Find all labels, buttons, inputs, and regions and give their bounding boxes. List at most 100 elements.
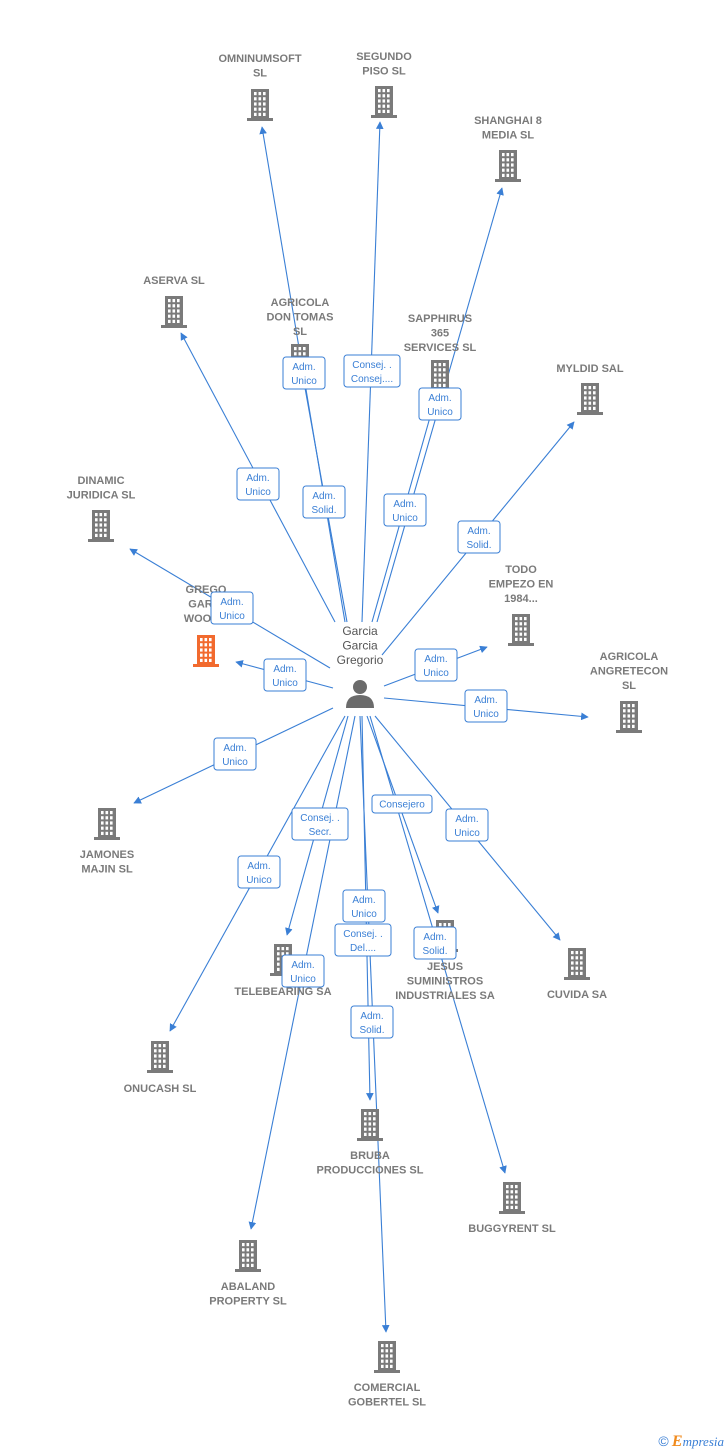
building-icon: [147, 1041, 173, 1073]
role-label: Consej. .Del....: [334, 923, 392, 957]
company-label: SEGUNDO: [356, 51, 412, 63]
company-label: DINAMIC: [77, 475, 124, 487]
role-label: Adm.Unico: [383, 493, 427, 527]
role-text: Adm.: [312, 491, 335, 502]
company-label: MEDIA SL: [482, 130, 534, 142]
role-label: Adm.Unico: [213, 737, 257, 771]
role-text: Adm.: [246, 473, 269, 484]
role-text: Unico: [291, 376, 317, 387]
company-node-onucash[interactable]: ONUCASH SL: [124, 1041, 197, 1095]
role-text: Adm.: [455, 814, 478, 825]
company-label: TELEBEARING SA: [234, 986, 331, 998]
company-label: DON TOMAS: [266, 312, 333, 324]
company-node-angretecon[interactable]: AGRICOLA ANGRETECON SL: [590, 651, 668, 733]
company-label: 365: [431, 328, 449, 340]
company-label: ANGRETECON: [590, 666, 668, 678]
company-node-dinamic[interactable]: DINAMIC JURIDICA SL: [67, 475, 136, 542]
building-icon: [577, 383, 603, 415]
building-icon: [94, 808, 120, 840]
role-text: Consej. .: [300, 813, 339, 824]
role-text: Adm.: [291, 960, 314, 971]
company-node-jamones[interactable]: JAMONES MAJIN SL: [80, 808, 134, 876]
building-icon: [427, 360, 453, 392]
role-text: Adm.: [428, 393, 451, 404]
building-icon: [193, 635, 219, 667]
role-text: Consej....: [351, 374, 393, 385]
role-text: Solid.: [422, 946, 447, 957]
role-text: Unico: [473, 709, 499, 720]
role-label: Adm.Unico: [342, 889, 386, 923]
company-label: SAPPHIRUS: [408, 313, 472, 325]
role-text: Unico: [272, 678, 298, 689]
role-text: Secr.: [309, 827, 332, 838]
company-label: SUMINISTROS: [407, 976, 483, 988]
company-label: SERVICES SL: [404, 342, 477, 354]
company-label: 1984...: [504, 593, 538, 605]
role-text: Consej. .: [343, 929, 382, 940]
role-text: Adm.: [292, 362, 315, 373]
company-node-comercial[interactable]: COMERCIAL GOBERTEL SL: [348, 1341, 426, 1409]
company-label: COMERCIAL: [354, 1382, 421, 1394]
role-text: Unico: [427, 407, 453, 418]
company-label: ONUCASH SL: [124, 1083, 197, 1095]
role-label: Adm. Unico: [418, 387, 462, 421]
company-node-myldid[interactable]: MYLDID SAL: [556, 363, 624, 415]
company-node-aserva[interactable]: ASERVA SL: [143, 275, 205, 328]
role-label: Adm. Unico: [464, 689, 508, 723]
role-text: Solid.: [359, 1025, 384, 1036]
company-node-bruba[interactable]: BRUBA PRODUCCIONES SL: [317, 1109, 424, 1177]
role-text: Unico: [290, 974, 316, 985]
role-text: Adm.: [423, 932, 446, 943]
role-label: Adm.Solid.: [350, 1005, 394, 1039]
company-label: JESUS: [427, 961, 463, 973]
building-icon: [371, 86, 397, 118]
role-text: Unico: [423, 668, 449, 679]
role-label: Adm.Unico: [237, 855, 281, 889]
company-label: PRODUCCIONES SL: [317, 1165, 424, 1177]
company-node-cuvida[interactable]: CUVIDA SA: [547, 948, 607, 1001]
role-text: Solid.: [311, 505, 336, 516]
company-label: JAMONES: [80, 849, 134, 861]
building-icon: [495, 150, 521, 182]
company-label: INDUSTRIALES SA: [395, 990, 495, 1002]
role-text: Unico: [454, 828, 480, 839]
role-text: Unico: [246, 875, 272, 886]
role-label: Adm.Unico: [210, 591, 254, 625]
company-label: JURIDICA SL: [67, 490, 136, 502]
company-label: GOBERTEL SL: [348, 1397, 426, 1409]
role-label: Adm. Solid.: [302, 485, 346, 519]
role-text: Adm.: [223, 743, 246, 754]
brand-initial: E: [671, 1433, 683, 1450]
company-label: MAJIN SL: [81, 864, 133, 876]
company-label: MYLDID SAL: [556, 363, 624, 375]
building-icon: [235, 1240, 261, 1272]
company-label: CUVIDA SA: [547, 989, 607, 1001]
person-name: Gregorio: [337, 653, 384, 667]
company-node-buggyrent[interactable]: BUGGYRENT SL: [468, 1182, 556, 1235]
role-label: Consejero: [371, 794, 433, 814]
company-label: BRUBA: [350, 1150, 390, 1162]
role-text: Unico: [245, 487, 271, 498]
company-label: SL: [293, 326, 307, 338]
company-label: AGRICOLA: [271, 297, 330, 309]
company-label: AGRICOLA: [600, 651, 659, 663]
role-text: Adm.: [474, 695, 497, 706]
building-icon: [161, 296, 187, 328]
role-text: Consejero: [379, 800, 425, 811]
company-label: EMPEZO EN: [489, 579, 554, 591]
company-label: PROPERTY SL: [209, 1296, 287, 1308]
building-icon: [374, 1341, 400, 1373]
role-label: Adm.Unico: [414, 648, 458, 682]
company-label: SL: [622, 680, 636, 692]
role-text: Unico: [392, 513, 418, 524]
